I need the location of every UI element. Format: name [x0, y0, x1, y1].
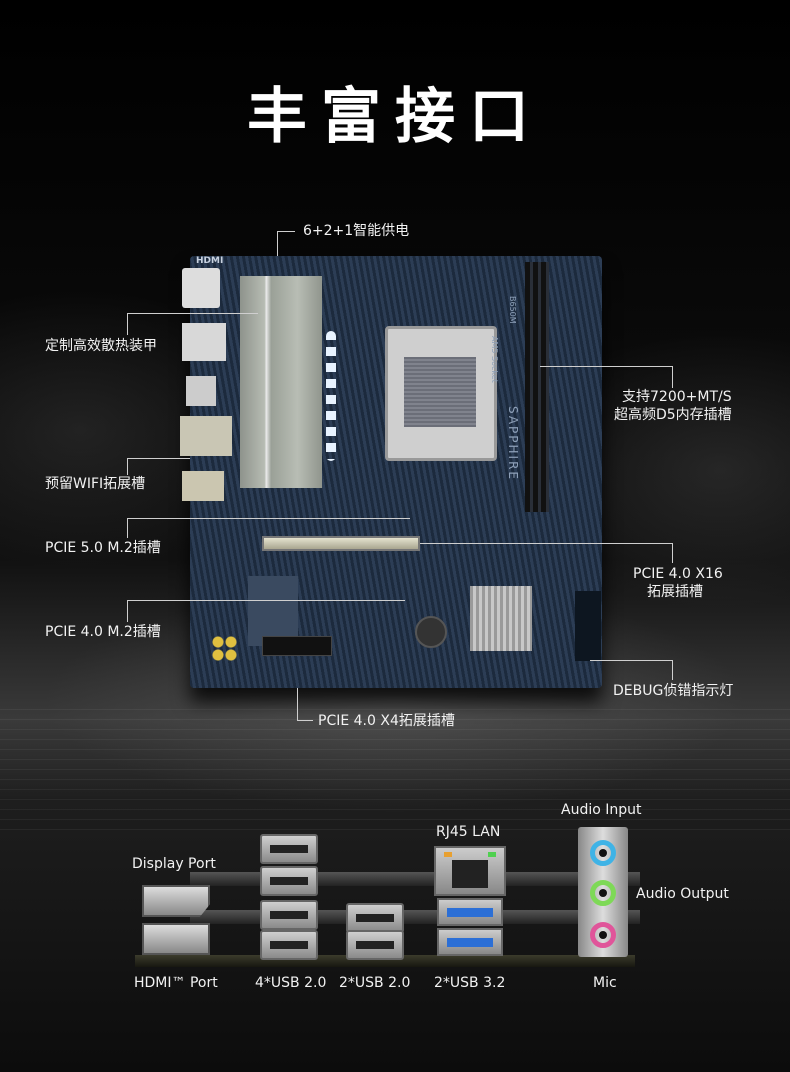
usb2-port: [346, 930, 404, 960]
rj45-led-orange: [444, 852, 452, 857]
pcie-x4-slot: [262, 636, 332, 656]
usb20-4-label: 4*USB 2.0: [255, 975, 327, 991]
x16-label-line2: 拓展插槽: [647, 584, 703, 600]
rj45-led-green: [488, 852, 496, 857]
socket-label: AM5 Socket: [490, 336, 499, 383]
x4-callout-line: [297, 688, 298, 720]
m2-gen4-callout-line: [127, 600, 128, 622]
x16-callout-line: [420, 543, 672, 544]
wifi-label: 预留WIFI拓展槽: [45, 476, 146, 492]
debug-callout-line: [672, 660, 673, 680]
rj45-label: RJ45 LAN: [436, 824, 501, 840]
displayport-label: Display Port: [132, 856, 216, 872]
memory-label-line1: 支持7200+MT/S: [622, 389, 732, 405]
rear-io-ports: [180, 268, 232, 508]
debug-label: DEBUG侦错指示灯: [613, 683, 734, 699]
x16-callout-line: [672, 543, 673, 563]
power-callout-line: [277, 231, 278, 256]
m2-gen5-label: PCIE 5.0 M.2插槽: [45, 540, 161, 556]
chipset-heatsink: [470, 586, 532, 651]
m2-gen4-label: PCIE 4.0 M.2插槽: [45, 624, 161, 640]
m2-slot-gen4: [248, 576, 298, 646]
board-port: [186, 376, 216, 406]
dimm-slots: [525, 262, 549, 512]
x4-label: PCIE 4.0 X4拓展插槽: [318, 713, 455, 729]
x4-callout-line: [297, 720, 313, 721]
pcie-x16-slot: [262, 536, 420, 551]
audio-input-jack: [590, 840, 616, 866]
heatsink-callout-line: [127, 313, 128, 335]
vrm-heatsink: [240, 276, 322, 488]
hdmi-label: HDMI™ Port: [134, 975, 218, 991]
capacitors: [212, 636, 238, 662]
x16-label-line1: PCIE 4.0 X16: [633, 566, 723, 582]
usb20-2-label: 2*USB 2.0: [339, 975, 411, 991]
usb2-port: [260, 866, 318, 896]
board-port: [182, 268, 220, 308]
rj45-port: [434, 846, 506, 896]
memory-callout-line: [540, 366, 672, 367]
usb3-port: [437, 898, 503, 926]
io-shield-bar: [190, 872, 640, 886]
power-callout-line: [277, 231, 295, 232]
usb2-port: [260, 930, 318, 960]
audio-output-jack: [590, 880, 616, 906]
wifi-callout-line: [127, 458, 128, 475]
m2-gen5-callout-line: [127, 518, 128, 538]
cpu-socket: [385, 326, 497, 461]
hdmi-silkscreen: HDMI: [196, 256, 224, 266]
usb2-port: [346, 903, 404, 933]
board-port: [182, 471, 224, 501]
cpu-socket-pins: [404, 357, 476, 427]
sata-ports: [575, 591, 601, 661]
m2-gen5-callout-line: [127, 518, 410, 519]
motherboard-image: HDMI AM5 Socket SAPPHIRE B650M: [180, 256, 602, 688]
audio-output-label: Audio Output: [636, 886, 729, 902]
usb3-tongue: [447, 908, 493, 917]
usb2-port: [260, 834, 318, 864]
wifi-callout-line: [127, 458, 190, 459]
audio-input-label: Audio Input: [561, 802, 642, 818]
board-port: [182, 323, 226, 361]
hdmi-connector: [142, 923, 210, 955]
mic-label: Mic: [593, 975, 617, 991]
usb2-port: [260, 900, 318, 930]
m2-gen4-callout-line: [127, 600, 405, 601]
cmos-battery: [415, 616, 447, 648]
page-title: 丰富接口: [247, 82, 543, 152]
model-silkscreen: B650M: [508, 296, 517, 324]
rj45-opening: [452, 860, 488, 888]
power-label: 6+2+1智能供电: [303, 223, 410, 239]
brand-silkscreen: SAPPHIRE: [506, 406, 520, 482]
io-shield-bar: [190, 910, 640, 924]
usb3-tongue: [447, 938, 493, 947]
displayport-connector: [142, 885, 210, 917]
board-port: [180, 416, 232, 456]
usb32-label: 2*USB 3.2: [434, 975, 506, 991]
heatsink-label: 定制高效散热装甲: [45, 338, 157, 354]
memory-label-line2: 超高频D5内存插槽: [614, 407, 732, 423]
usb3-port: [437, 928, 503, 956]
led-column: [326, 331, 336, 461]
floor-texture: [0, 700, 790, 830]
debug-callout-line: [590, 660, 672, 661]
mic-jack: [590, 922, 616, 948]
heatsink-callout-line: [127, 313, 258, 314]
memory-callout-line: [672, 366, 673, 388]
